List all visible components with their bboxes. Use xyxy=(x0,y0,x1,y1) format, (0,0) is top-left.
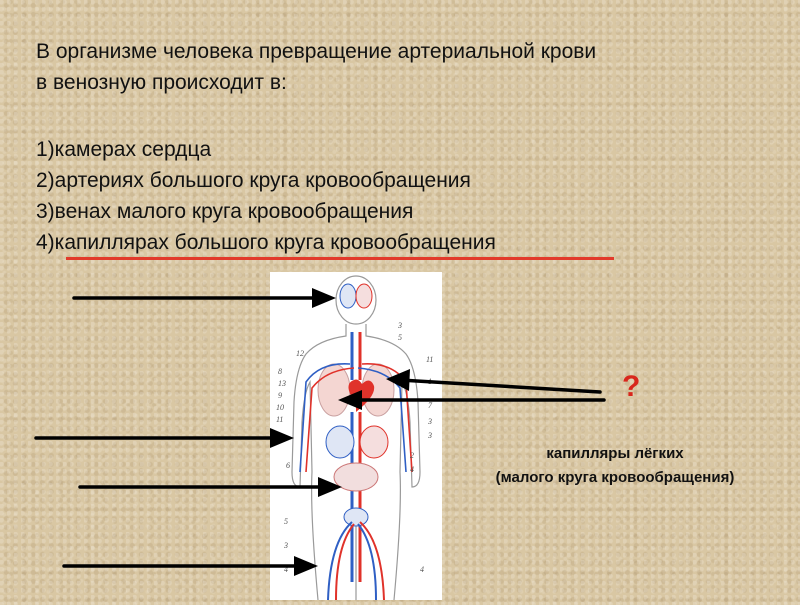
label-right-5: 7 xyxy=(428,401,433,410)
label-right-10: 4 xyxy=(420,565,424,574)
label-left-1: 12 xyxy=(296,349,304,358)
label-right-3: 11 xyxy=(426,355,433,364)
head-capillaries xyxy=(339,283,373,309)
caption-line-2: (малого круга кровообращения) xyxy=(495,469,735,486)
circulatory-diagram: 12 8 13 9 10 11 6 5 3 4 3 5 11 1 7 3 3 2… xyxy=(270,272,442,601)
arrow-head-tip xyxy=(312,288,336,308)
label-right-8: 2 xyxy=(410,451,414,460)
label-left-9: 3 xyxy=(283,541,288,550)
label-left-6: 11 xyxy=(276,415,283,424)
answer-underline xyxy=(66,257,614,260)
arrow-legs-tip xyxy=(294,556,318,576)
caption-line-1: капилляры лёгких xyxy=(546,445,684,462)
label-right-2: 5 xyxy=(398,333,402,342)
label-left-10: 4 xyxy=(284,565,288,574)
lungs xyxy=(317,363,395,417)
question-line-1: В организме человека превращение артериа… xyxy=(36,40,597,63)
label-left-5: 10 xyxy=(276,403,284,412)
question-mark: ? xyxy=(622,370,641,403)
answer-options: 1)камерах сердца 2)артериях большого кру… xyxy=(36,134,776,258)
option-2: 2)артериях большого круга кровообращения xyxy=(36,169,471,192)
label-right-6: 3 xyxy=(427,417,432,426)
label-right-7: 3 xyxy=(427,431,432,440)
arrow-abdomen-tip xyxy=(270,428,294,448)
option-1: 1)камерах сердца xyxy=(36,138,212,161)
option-3: 3)венах малого круга кровообращения xyxy=(36,200,414,223)
label-left-4: 9 xyxy=(278,391,282,400)
body-illustration: 12 8 13 9 10 11 6 5 3 4 3 5 11 1 7 3 3 2… xyxy=(276,275,433,601)
leg-vessels xyxy=(327,521,385,601)
arrow-lung-upper-tip xyxy=(386,369,410,391)
label-right-9: 4 xyxy=(410,465,414,474)
question-line-2: в венозную происходит в: xyxy=(36,71,287,94)
arrow-lung-upper-line xyxy=(398,378,602,394)
option-4: 4)капиллярах большого круга кровообращен… xyxy=(36,231,496,254)
label-left-8: 5 xyxy=(284,517,288,526)
label-left-7: 6 xyxy=(286,461,290,470)
abdominal-organs xyxy=(325,425,389,527)
label-right-1: 3 xyxy=(397,321,402,330)
lung-capillaries-caption: капилляры лёгких (малого круга кровообра… xyxy=(440,442,790,490)
label-left-2: 8 xyxy=(278,367,282,376)
question-text: В организме человека превращение артериа… xyxy=(36,36,776,98)
figure-labels: 12 8 13 9 10 11 6 5 3 4 3 5 11 1 7 3 3 2… xyxy=(276,321,433,574)
arrow-lung-lower-tip xyxy=(338,390,362,410)
arrow-kidney-tip xyxy=(318,477,342,497)
label-left-3: 13 xyxy=(278,379,286,388)
